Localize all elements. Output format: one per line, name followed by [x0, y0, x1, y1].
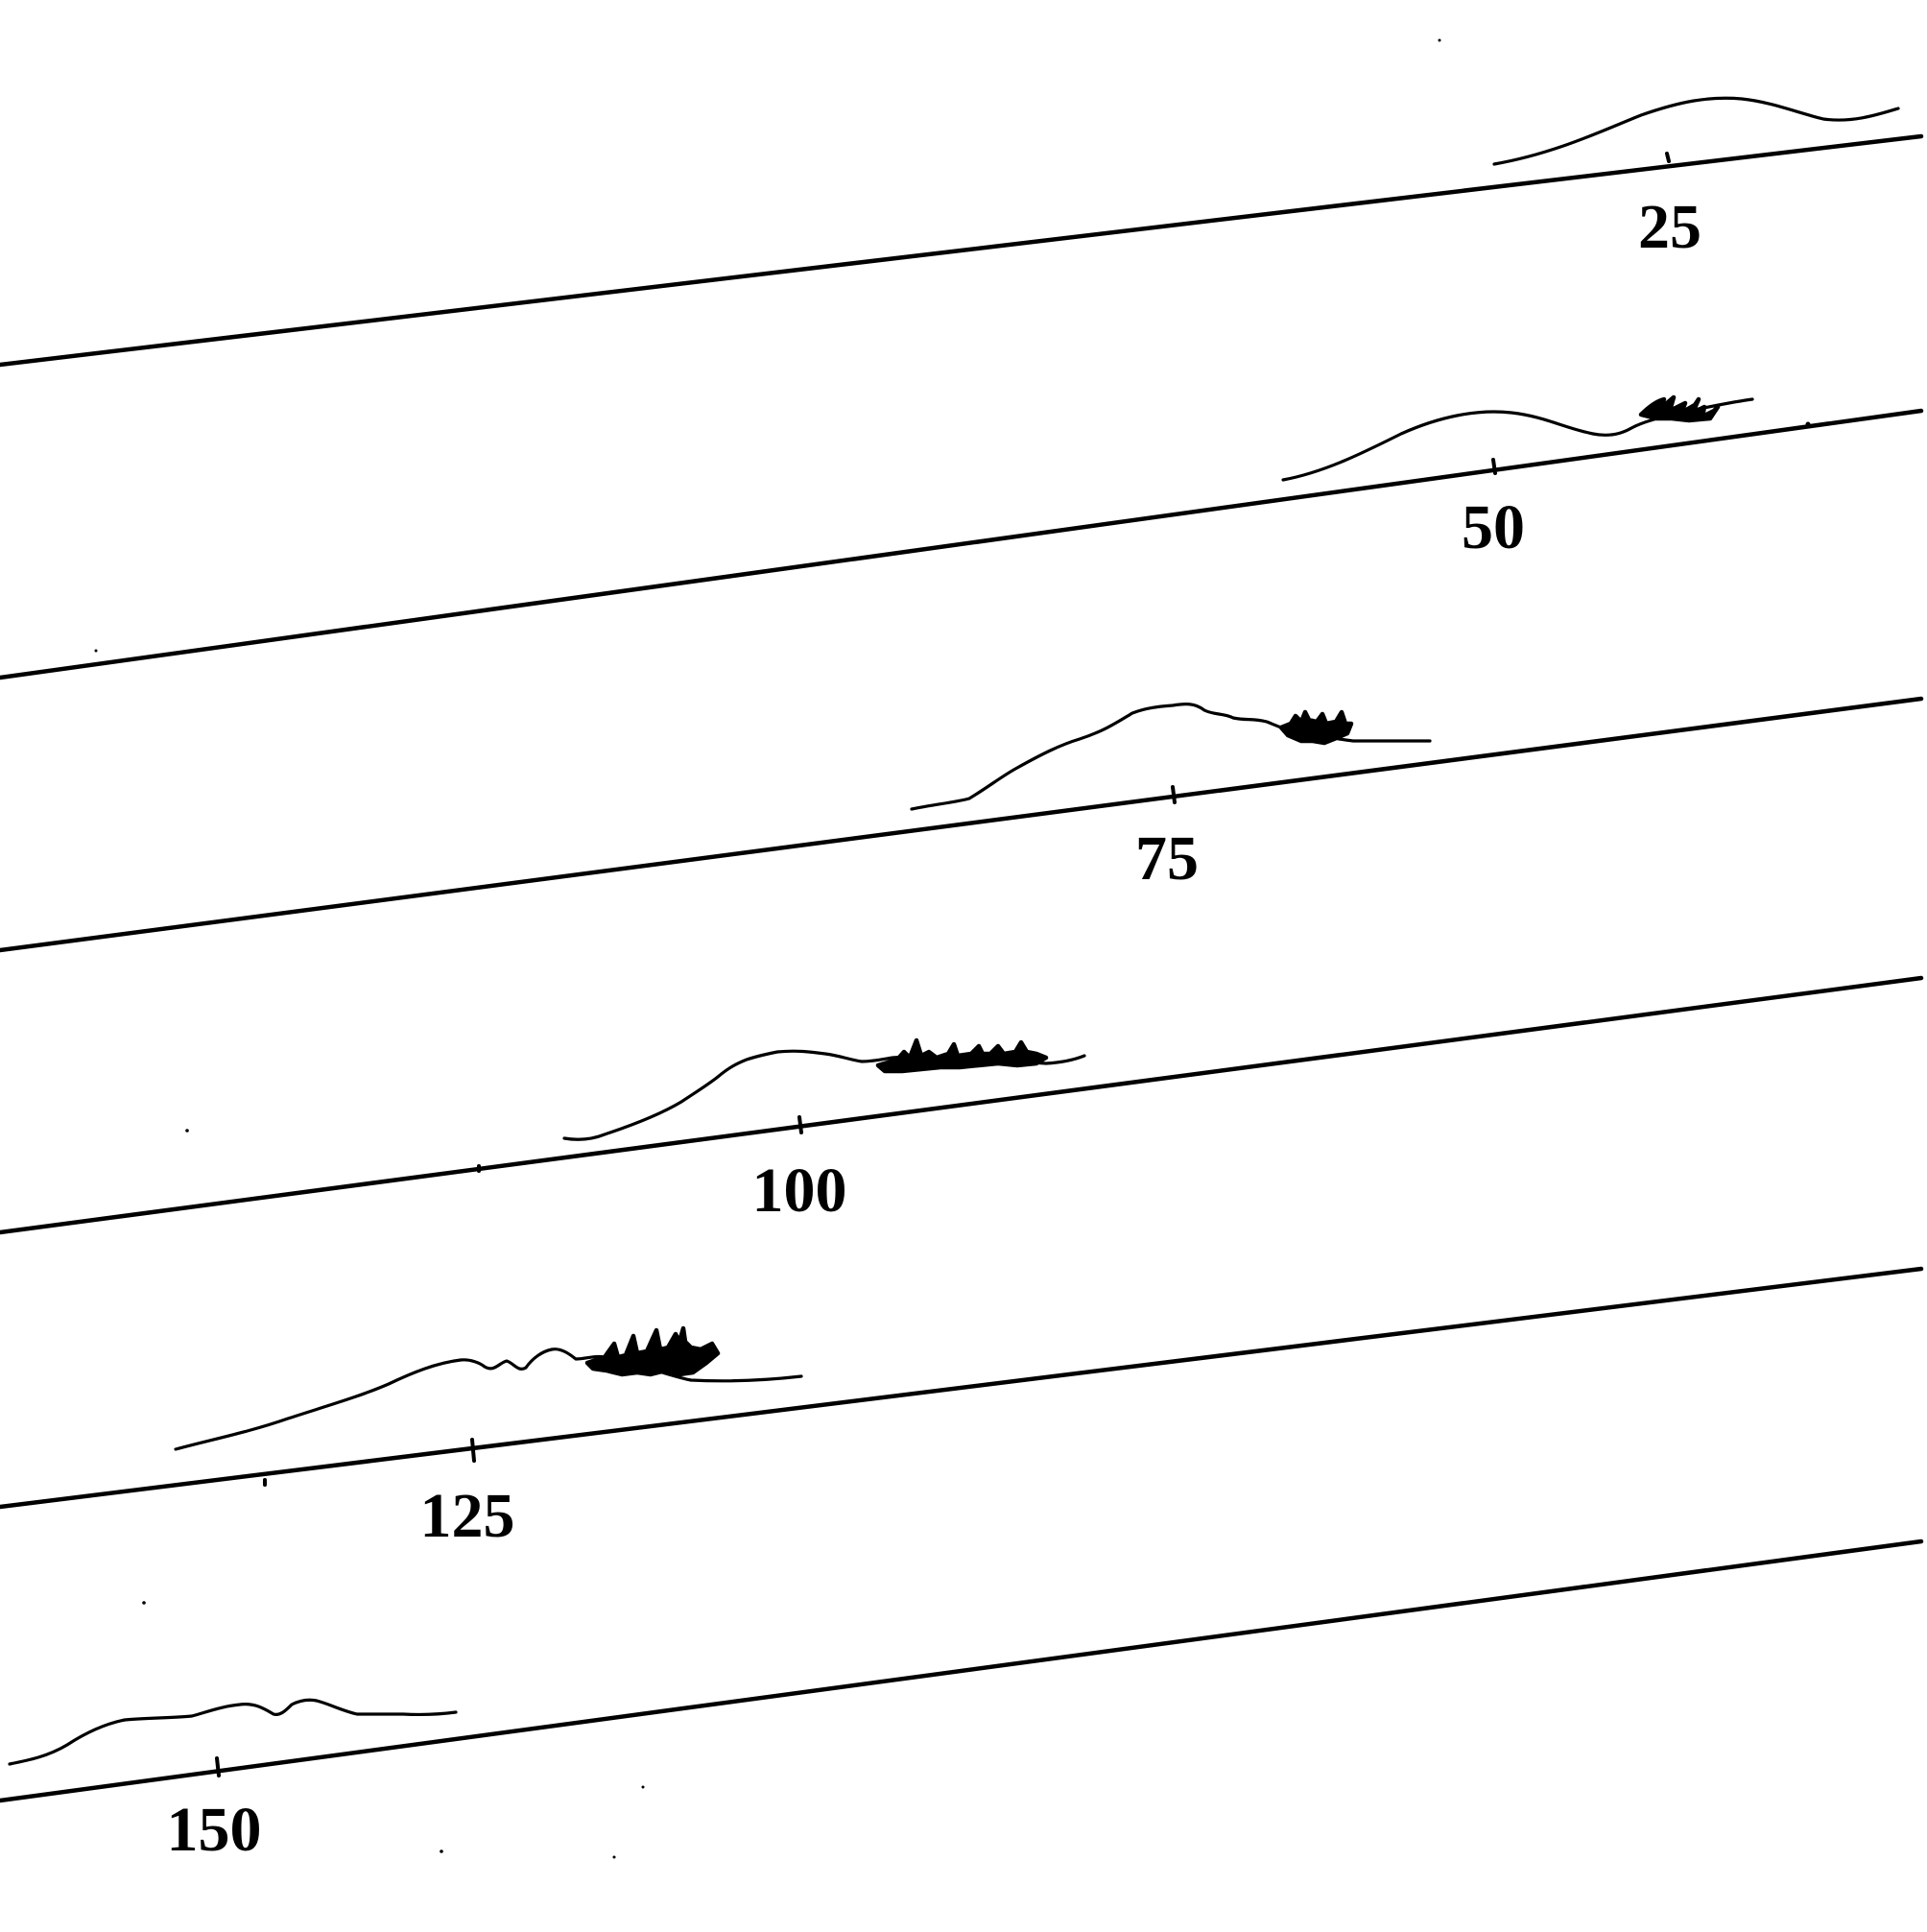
spray-droplet: [1805, 421, 1811, 427]
baseline-100: [0, 975, 1924, 1235]
baseline-50: [0, 408, 1924, 680]
frame-label-125: 125: [420, 1481, 515, 1551]
tick-mark-50: [1491, 458, 1497, 475]
frame-label-100: 100: [752, 1156, 847, 1226]
tick-mark-100: [797, 1115, 803, 1134]
scan-speck: [1438, 38, 1441, 42]
breaker-foam-75: [1278, 709, 1354, 746]
spray-droplet: [641, 1785, 645, 1789]
spray-droplet: [440, 1849, 443, 1853]
spray-droplet: [142, 1601, 146, 1605]
frame-125: 125: [0, 1266, 1924, 1605]
tick-mark-75: [1171, 785, 1177, 804]
tick-mark-125: [470, 1438, 476, 1463]
scan-speck: [94, 649, 98, 653]
frame-label-25: 25: [1638, 192, 1701, 262]
tick-mark-25: [1665, 152, 1671, 163]
frame-150: 150: [0, 1538, 1924, 1865]
scan-speck: [612, 1855, 616, 1859]
wave-profile-150: [8, 1698, 458, 1766]
frame-100: 100: [0, 975, 1924, 1235]
frame-label-150: 150: [167, 1795, 262, 1865]
frame-label-75: 75: [1135, 823, 1199, 894]
baseline-25: [0, 133, 1924, 368]
baseline-150: [0, 1538, 1924, 1803]
frame-50: 50: [0, 394, 1924, 680]
breaker-foam-50: [1638, 394, 1721, 423]
frame-label-50: 50: [1462, 492, 1525, 562]
tick-mark-150: [215, 1756, 221, 1777]
frame-75: 75: [0, 696, 1924, 953]
breaker-foam-100: [875, 1038, 1049, 1074]
baseline-75: [0, 696, 1924, 953]
breaker-foam-125: [584, 1325, 721, 1377]
frame-25: 25: [0, 96, 1924, 368]
wave-profile-75: [910, 702, 1432, 811]
baseline-125: [0, 1266, 1924, 1510]
wave-profile-25: [1492, 96, 1900, 166]
spray-droplet: [185, 1129, 189, 1133]
